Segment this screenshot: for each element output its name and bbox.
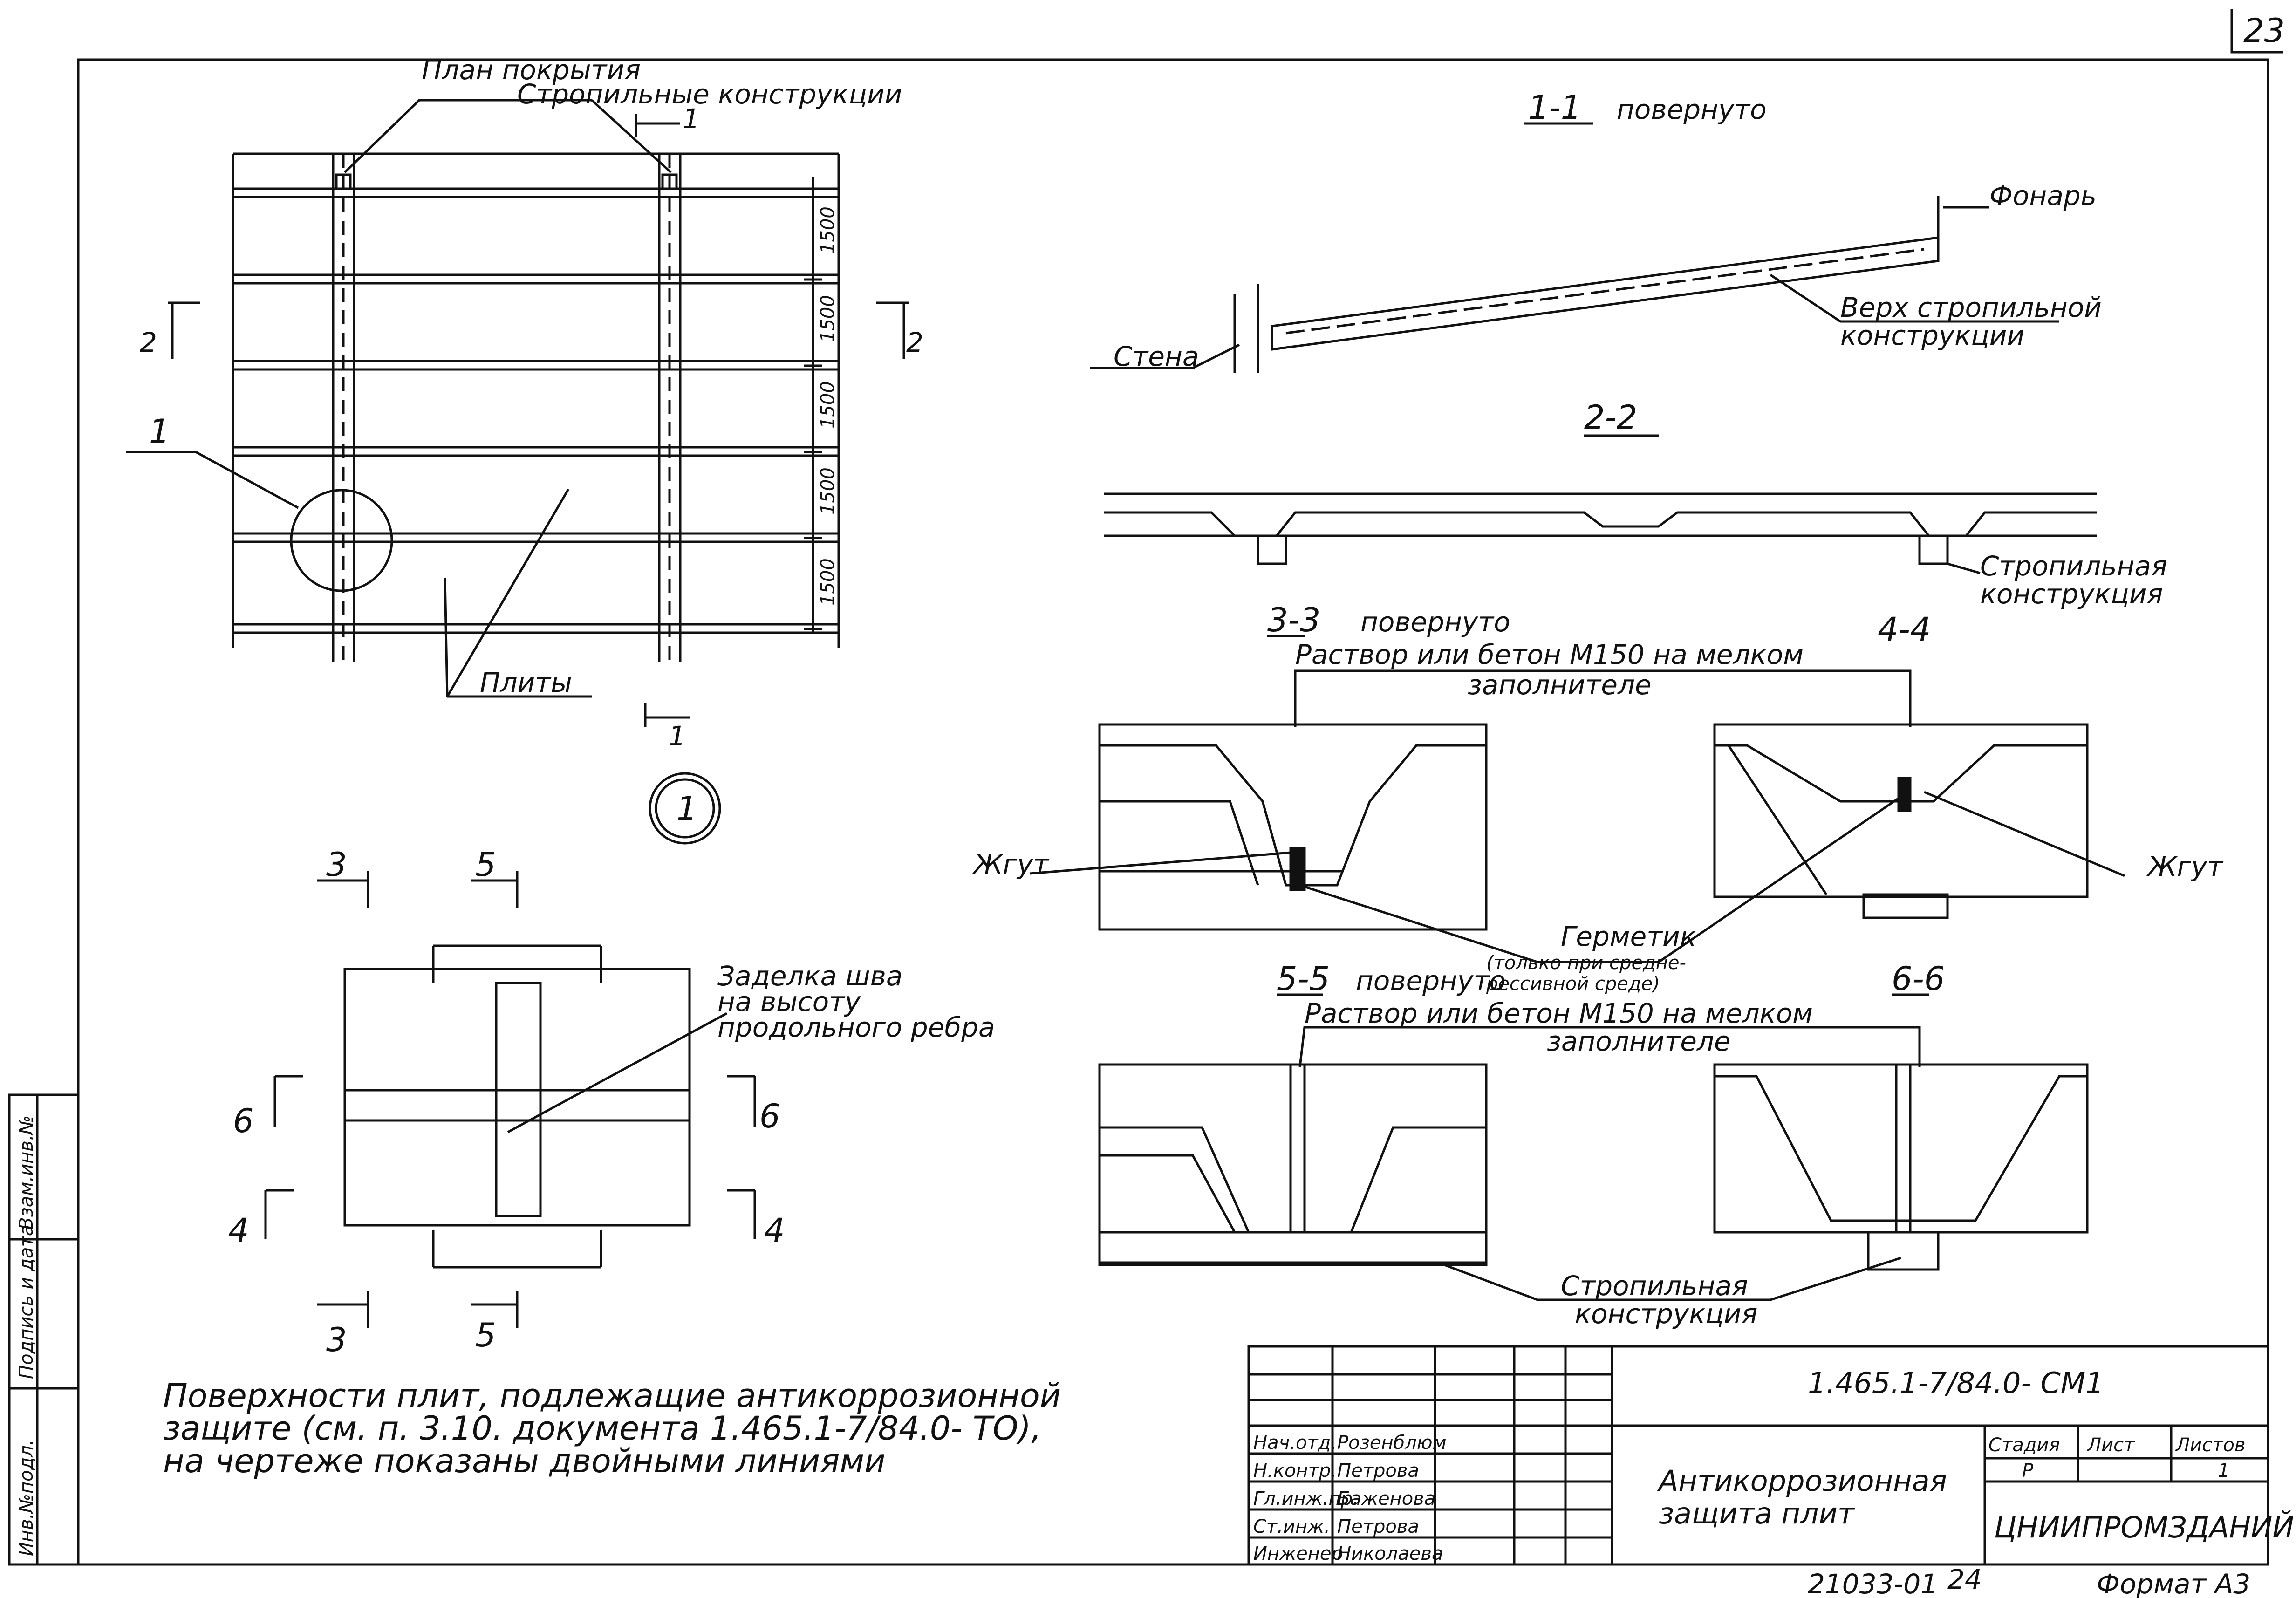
label-truss-2-2-2: конструкция <box>1980 578 2163 610</box>
section-6-6-title: 6-6 <box>1892 960 1945 998</box>
label-cord-4: Жгут <box>2146 851 2224 882</box>
plan-cut-1-top: 1 <box>683 103 700 135</box>
label-mortar-3-2: заполнителе <box>1468 669 1652 701</box>
plan-dim-4: 1500 <box>817 467 839 515</box>
plan-subtitle: Стропильные конструкции <box>517 78 902 110</box>
sections-5-6 <box>1098 993 2089 1301</box>
plan-cut-2-right: 2 <box>906 327 923 358</box>
node-seal-1: Заделка шва <box>718 960 902 992</box>
section-5-5-note: повернуто <box>1356 965 1506 997</box>
section-3-3-note: повернуто <box>1360 606 1510 638</box>
label-sealant-1: Герметик <box>1561 921 1696 952</box>
tb-role-5: Инженер <box>1253 1543 1343 1564</box>
detail-ref-number: 1 <box>676 790 697 828</box>
plan-dim-2: 1500 <box>817 295 839 342</box>
plan-dim-1: 1500 <box>817 206 839 254</box>
tb-role-2: Н.контр. <box>1253 1460 1337 1482</box>
label-mortar-5-2: заполнителе <box>1547 1025 1731 1057</box>
tb-stage-header: Стадия <box>1988 1434 2060 1456</box>
note-line-1: Поверхности плит, подлежащие антикоррози… <box>163 1377 1061 1415</box>
corner-box <box>2230 9 2283 54</box>
label-truss-top-1: Верх стропильной <box>1840 292 2102 323</box>
label-mortar-3-1: Раствор или бетон М150 на мелком <box>1295 639 1804 670</box>
strip-signature-date: Подпись и дата <box>16 1225 37 1379</box>
node-cut-5-top: 5 <box>475 846 496 884</box>
label-sealant-3: рессивной среде) <box>1486 973 1660 995</box>
roof-plan <box>126 99 909 845</box>
node-cut-6-right: 6 <box>759 1097 780 1135</box>
plan-callout-1: 1 <box>149 412 170 451</box>
node-seal-3: продольного ребра <box>718 1011 995 1043</box>
tb-role-4: Ст.инж. <box>1253 1516 1330 1537</box>
label-wall: Стена <box>1114 341 1199 372</box>
left-strip <box>8 1093 80 1566</box>
footer-format: Формат А3 <box>2097 1568 2250 1598</box>
node-cut-4-left: 4 <box>228 1211 249 1250</box>
footer-page: 24 <box>1948 1564 1982 1595</box>
plan-title: План покрытия <box>422 54 641 86</box>
section-3-3-title: 3-3 <box>1267 601 1320 639</box>
strip-inv-replace: Взам.инв.№ <box>16 1115 37 1230</box>
node-cut-3-top: 3 <box>326 846 347 884</box>
plan-cut-2-left: 2 <box>140 327 157 358</box>
label-truss-top-2: конструкции <box>1840 320 2024 351</box>
section-1-1 <box>1090 122 2059 373</box>
tb-name-4: Петрова <box>1337 1516 1419 1537</box>
drawing-frame <box>77 58 2269 1566</box>
label-mortar-5-1: Раствор или бетон М150 на мелком <box>1305 997 1813 1029</box>
section-4-4-title: 4-4 <box>1878 610 1931 649</box>
tb-code: 1.465.1-7/84.0- СМ1 <box>1808 1366 2104 1400</box>
tb-sheets-header: Листов <box>2175 1434 2245 1456</box>
node-cut-5-bottom: 5 <box>475 1316 496 1354</box>
plan-dim-3: 1500 <box>817 381 839 429</box>
tb-title-2: защита плит <box>1659 1496 1855 1530</box>
node-detail <box>264 871 756 1328</box>
label-sealant-2: (только при средне- <box>1486 952 1686 974</box>
tb-name-1: Розенблюм <box>1337 1432 1447 1454</box>
node-cut-4-right: 4 <box>764 1211 785 1250</box>
section-1-1-title: 1-1 <box>1528 89 1581 127</box>
node-cut-6-left: 6 <box>233 1102 254 1140</box>
plan-dim-5: 1500 <box>817 558 839 606</box>
tb-stage-value: Р <box>2022 1460 2034 1482</box>
corner-sheet-number: 23 <box>2243 12 2285 50</box>
tb-org: ЦНИИПРОМЗДАНИЙ <box>1994 1510 2294 1544</box>
label-truss-bottom-1: Стропильная <box>1561 1270 1748 1302</box>
section-2-2 <box>1104 434 2097 574</box>
tb-role-1: Нач.отд. <box>1253 1432 1337 1454</box>
tb-name-2: Петрова <box>1337 1460 1419 1482</box>
tb-sheet-header: Лист <box>2086 1434 2135 1456</box>
tb-name-5: Николаева <box>1337 1543 1443 1564</box>
tb-sheets-value: 1 <box>2218 1460 2229 1482</box>
label-cord-3: Жгут <box>972 848 1050 880</box>
tb-name-3: Баженова <box>1337 1488 1435 1509</box>
plan-plates-label: Плиты <box>480 667 572 698</box>
sections-3-4 <box>1029 635 2125 963</box>
section-1-1-note: повернуто <box>1617 94 1767 125</box>
label-truss-bottom-2: конструкция <box>1575 1298 1757 1330</box>
node-cut-3-bottom: 3 <box>326 1321 347 1359</box>
note-line-3: на чертеже показаны двойными линиями <box>163 1442 886 1480</box>
section-5-5-title: 5-5 <box>1277 960 1330 998</box>
note-line-2: защите (см. п. 3.10. документа 1.465.1-7… <box>163 1409 1041 1448</box>
label-truss-2-2-1: Стропильная <box>1980 550 2167 582</box>
plan-cut-1-bottom: 1 <box>669 720 686 752</box>
label-lantern: Фонарь <box>1989 180 2097 212</box>
section-2-2-title: 2-2 <box>1584 398 1637 437</box>
strip-inv-orig: Инв.№подл. <box>16 1439 37 1556</box>
tb-title-1: Антикоррозионная <box>1657 1464 1947 1498</box>
node-seal-2: на высоту <box>718 986 861 1018</box>
title-block <box>1247 1345 2269 1566</box>
tb-role-3: Гл.инж.пр. <box>1253 1488 1359 1509</box>
footer-copy-no: 21033-01 <box>1808 1568 1938 1598</box>
